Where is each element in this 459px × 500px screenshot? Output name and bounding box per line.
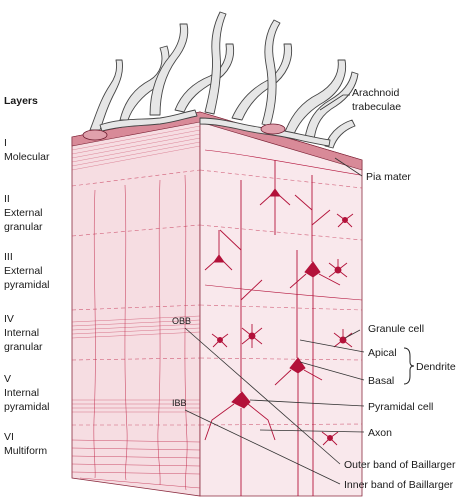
neurons [204, 149, 363, 496]
layer-2-name2: granular [4, 221, 43, 233]
layer-4-name2: granular [4, 341, 43, 353]
molecular-fibers [71, 125, 201, 171]
layer-5-numeral: V [4, 373, 11, 385]
outer-band-leader [184, 327, 341, 465]
multiform-fibers [71, 439, 201, 489]
block-left-face [71, 111, 201, 497]
dendrite-brace [403, 347, 415, 385]
granule-cell-6 [336, 213, 354, 228]
layer-5-name2: pyramidal [4, 401, 50, 413]
pyramidal-cell-mid [289, 175, 341, 496]
granule-cell-label: Granule cell [368, 323, 424, 335]
granule-cell-1 [241, 324, 263, 348]
arachnoid-label-2: trabeculae [352, 101, 401, 113]
granule-leader [344, 329, 361, 339]
outer-band-fibers [71, 315, 201, 339]
pyramidal-cell-small [259, 160, 291, 235]
pyramidal-cell-large [204, 180, 276, 496]
dendrite-label: Dendrite [416, 361, 456, 373]
pyramidal-cell-small-2 [204, 230, 233, 271]
basal-leader [299, 361, 365, 381]
ibb-label: IBB [172, 398, 187, 408]
arachnoid-leader [319, 94, 350, 111]
layer-6-name: Multiform [4, 445, 47, 457]
inner-band-label: Inner band of Baillarger [344, 479, 454, 491]
pia-leader [334, 157, 363, 177]
layers-heading: Layers [4, 95, 38, 107]
arachnoid-label-1: Arachnoid [352, 87, 399, 99]
pia-mater-label: Pia mater [366, 171, 411, 183]
pyramidal-leader [249, 399, 365, 407]
obb-label: OBB [172, 316, 191, 326]
pial-vessel-left [82, 129, 108, 141]
apical-leader [299, 339, 365, 353]
layer-6-numeral: VI [4, 431, 14, 443]
layer-4-name: Internal [4, 327, 39, 339]
layer-1-name: Molecular [4, 151, 50, 163]
layer-2-numeral: II [4, 193, 10, 205]
block-right-face [199, 111, 363, 497]
layer-2-name: External [4, 207, 43, 219]
pyramidal-cell-right [274, 250, 323, 496]
layer-3-numeral: III [4, 251, 13, 263]
apical-label: Apical [368, 347, 397, 359]
layer-labels: Layers I Molecular II External granular … [4, 95, 50, 457]
layer-5-name: Internal [4, 387, 39, 399]
granule-cell-5 [321, 431, 339, 446]
layer-boundaries [71, 169, 363, 426]
horizontal-axon [204, 284, 363, 301]
layer-3-name2: pyramidal [4, 279, 50, 291]
outer-band-label: Outer band of Baillarger [344, 459, 456, 471]
arachnoid-trabeculae [89, 11, 359, 149]
basal-label: Basal [368, 375, 394, 387]
layer-4-numeral: IV [4, 313, 14, 325]
inner-band-fibers [72, 399, 200, 413]
layer-1-numeral: I [4, 137, 7, 149]
granule-cell-3 [211, 333, 229, 348]
granule-cell-4 [328, 259, 348, 278]
inner-band-leader [184, 409, 341, 485]
leader-lines [184, 94, 365, 485]
radial-fibers [93, 174, 188, 491]
layer-3-name: External [4, 265, 43, 277]
callout-labels: Arachnoid trabeculae Pia mater Granule c… [344, 87, 456, 491]
horizontal-axon-2 [204, 149, 361, 176]
axon-leader [259, 429, 365, 433]
pial-vessel-right [260, 123, 286, 135]
axon-label: Axon [368, 427, 392, 439]
pia-mater-surface [71, 111, 363, 171]
pyramidal-cell-label: Pyramidal cell [368, 401, 433, 413]
